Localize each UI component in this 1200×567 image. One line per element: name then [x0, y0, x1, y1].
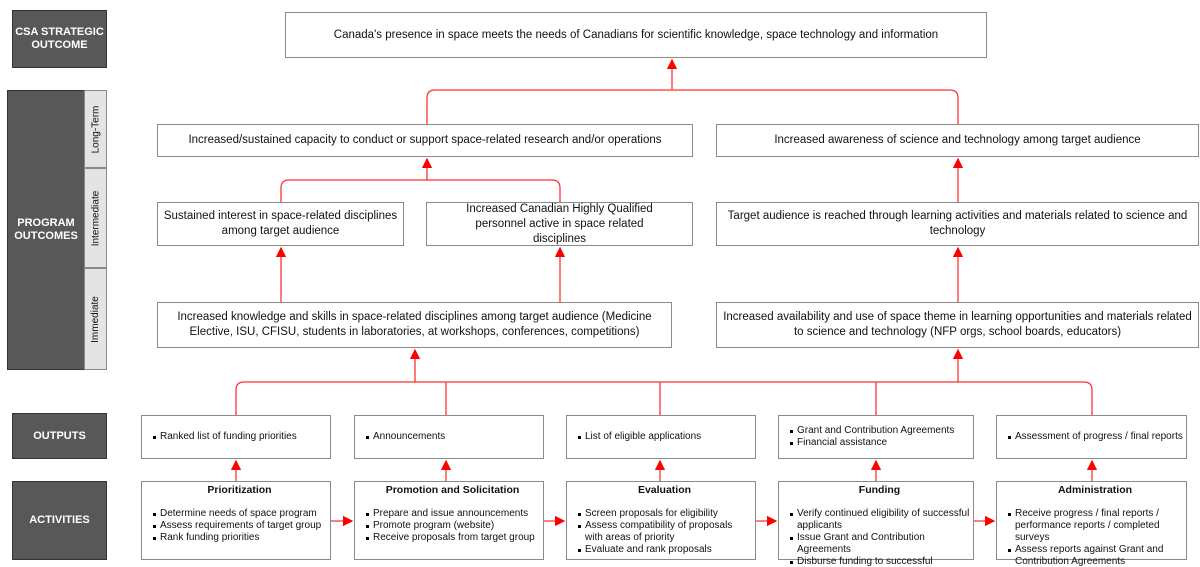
- bus-long-term: [426, 89, 959, 124]
- activity-item: Screen proposals for eligibility: [578, 508, 752, 520]
- long-term-label: Long-Term: [90, 105, 101, 153]
- activity-item: Assess requirements of target group: [153, 520, 327, 532]
- activity-item: Disburse funding to successful applicant…: [790, 556, 970, 567]
- activity-title: Administration: [1057, 484, 1133, 496]
- intermediate-outcome: Target audience is reached through learn…: [716, 202, 1199, 246]
- tab-intermediate: Intermediate: [84, 168, 107, 268]
- output-item: Financial assistance: [789, 437, 954, 449]
- intermediate-outcome: Sustained interest in space-related disc…: [157, 202, 404, 246]
- tab-long-term: Long-Term: [84, 90, 107, 168]
- long-term-outcome: Increased awareness of science and techn…: [716, 124, 1199, 157]
- output-box: Announcements: [354, 415, 544, 459]
- immediate-label: Immediate: [90, 295, 101, 343]
- activity-item: Receive progress / final reports / perfo…: [1008, 508, 1183, 544]
- activity-list: Receive progress / final reports / perfo…: [1007, 508, 1183, 567]
- output-list: Announcements: [365, 431, 445, 443]
- output-item: Assessment of progress / final reports: [1008, 431, 1183, 442]
- label-strategic-outcome: CSA STRATEGIC OUTCOME: [12, 10, 107, 68]
- output-box: Ranked list of funding priorities: [141, 415, 331, 459]
- bus-intermediate: [280, 179, 561, 202]
- activity-item: Receive proposals from target group: [366, 532, 540, 544]
- activity-title: Evaluation: [637, 484, 692, 496]
- output-item: List of eligible applications: [577, 431, 702, 442]
- tab-immediate: Immediate: [84, 268, 107, 370]
- label-outputs: OUTPUTS: [12, 413, 107, 459]
- output-item: Grant and Contribution Agreements: [789, 425, 955, 436]
- activity-item: Promote program (website): [366, 520, 540, 532]
- output-item: Ranked list of funding priorities: [153, 431, 297, 442]
- activity-title: Funding: [858, 484, 901, 496]
- output-box: List of eligible applications: [566, 415, 756, 459]
- strategic-outcome-box: Canada's presence in space meets the nee…: [285, 12, 987, 58]
- output-list: List of eligible applications: [577, 431, 701, 443]
- activity-item: Assess compatibility of proposals with a…: [578, 520, 752, 544]
- bus-outputs: [235, 381, 1093, 415]
- immediate-outcome: Increased availability and use of space …: [716, 302, 1199, 348]
- intermediate-label: Intermediate: [90, 190, 101, 246]
- immediate-outcome: Increased knowledge and skills in space-…: [157, 302, 672, 348]
- activity-item: Determine needs of space program: [153, 508, 327, 520]
- long-term-outcome: Increased/sustained capacity to conduct …: [157, 124, 693, 157]
- activity-list: Verify continued eligibility of successf…: [789, 508, 970, 567]
- activity-item: Evaluate and rank proposals: [578, 544, 752, 556]
- intermediate-outcome: Increased Canadian Highly Qualified pers…: [426, 202, 693, 246]
- label-activities: ACTIVITIES: [12, 481, 107, 560]
- output-list: Ranked list of funding priorities: [152, 431, 297, 443]
- activity-title: Prioritization: [207, 484, 272, 496]
- activity-item: Issue Grant and Contribution Agreements: [790, 532, 970, 556]
- output-item: Announcements: [365, 431, 446, 442]
- activity-title: Promotion and Solicitation: [385, 484, 520, 496]
- activity-item: Verify continued eligibility of successf…: [790, 508, 970, 531]
- activity-item: Prepare and issue announcements: [366, 508, 540, 520]
- activity-item: Rank funding priorities: [153, 532, 327, 544]
- output-list: Assessment of progress / final reports: [1007, 431, 1183, 443]
- output-box: Assessment of progress / final reports: [996, 415, 1187, 459]
- activity-item: Assess reports against Grant and Contrib…: [1008, 544, 1183, 567]
- label-program-outcomes: PROGRAM OUTCOMES: [7, 90, 85, 370]
